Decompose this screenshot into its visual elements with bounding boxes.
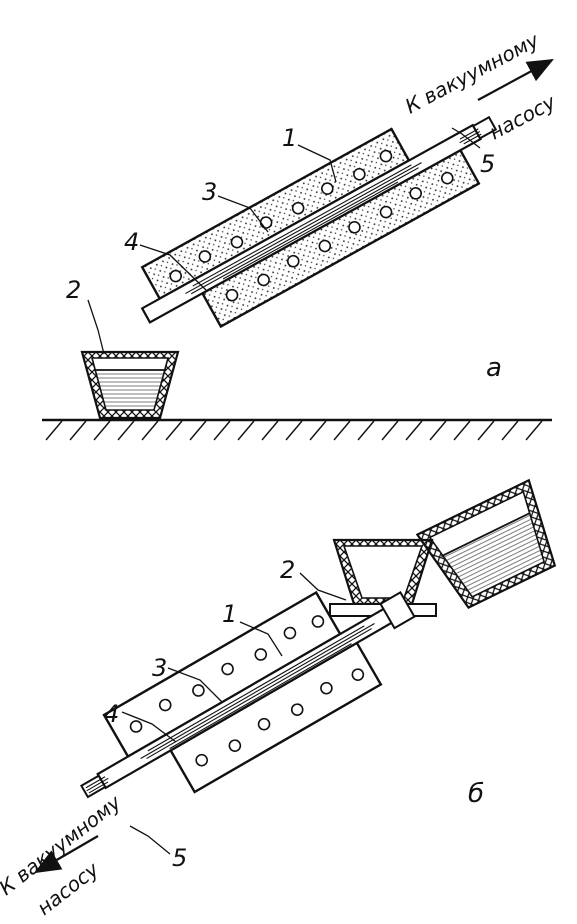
pouring-ladle-b bbox=[415, 478, 557, 609]
diagram-a: 1 3 4 2 5 К вакуумному насосу а bbox=[42, 27, 560, 441]
mold-assembly-a bbox=[140, 115, 498, 329]
vacuum-arrow-b bbox=[34, 835, 99, 874]
label-1-b: 1 bbox=[222, 600, 237, 628]
label-3-b: 3 bbox=[152, 654, 167, 682]
heater-coils-upper-b bbox=[129, 615, 325, 733]
diagram-b: 2 1 3 4 5 К вакуумному насосу б bbox=[0, 478, 557, 920]
tube-internal-lines-b bbox=[140, 622, 375, 760]
vacuum-pipe-a bbox=[471, 115, 498, 140]
label-2-a: 2 bbox=[66, 276, 81, 304]
ground-surface bbox=[42, 418, 552, 441]
leader-lines-b bbox=[121, 572, 347, 855]
heater-coils-lower-b bbox=[195, 668, 365, 767]
label-2-b: 2 bbox=[280, 556, 295, 584]
leader-lines-a bbox=[87, 127, 481, 355]
vacuum-text-line2-a: насосу bbox=[485, 89, 560, 144]
crucible-a bbox=[80, 350, 180, 420]
label-5-b: 5 bbox=[172, 844, 187, 872]
tube-internal-lines-a bbox=[185, 162, 422, 295]
label-1-a: 1 bbox=[282, 124, 297, 152]
caption-b: б bbox=[468, 779, 484, 809]
heater-coils-lower-a bbox=[225, 171, 454, 302]
label-5-a: 5 bbox=[480, 150, 495, 178]
heater-coils-upper-a bbox=[169, 149, 393, 283]
label-3-a: 3 bbox=[202, 178, 217, 206]
caption-a: а bbox=[486, 353, 502, 383]
label-4-a: 4 bbox=[124, 228, 139, 256]
vacuum-arrow-a bbox=[477, 58, 554, 101]
label-4-b: 4 bbox=[104, 700, 119, 728]
mold-assembly-b bbox=[80, 590, 416, 799]
